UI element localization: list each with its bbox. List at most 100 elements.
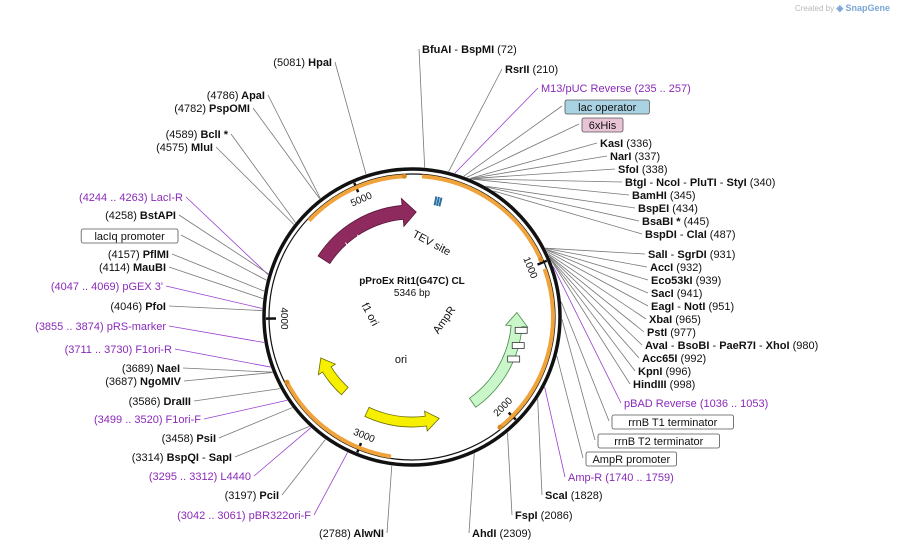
svg-text:(4244 .. 4263) LacI-R: (4244 .. 4263) LacI-R <box>79 192 183 204</box>
leader-line <box>253 108 320 199</box>
svg-text:XbaI (965): XbaI (965) <box>649 314 701 326</box>
leader-line <box>175 349 271 367</box>
leader-line <box>335 62 366 174</box>
svg-text:(2788) AlwNI: (2788) AlwNI <box>319 528 384 540</box>
svg-text:SalI - SgrDI (931): SalI - SgrDI (931) <box>648 249 735 261</box>
ori-feature <box>365 407 439 431</box>
leader-line <box>387 466 392 533</box>
svg-text:Amp-R (1740 .. 1759): Amp-R (1740 .. 1759) <box>568 472 674 484</box>
site-label-pcii: (3197) PciI <box>225 490 279 502</box>
tev-site-mark <box>439 198 441 207</box>
svg-text:AhdI (2309): AhdI (2309) <box>472 528 531 540</box>
svg-text:BfuAI - BspMI (72): BfuAI - BspMI (72) <box>422 44 517 56</box>
leader-line <box>282 439 325 495</box>
svg-text:AmpR promoter: AmpR promoter <box>592 454 670 466</box>
leader-line <box>545 387 565 477</box>
svg-text:SfoI (338): SfoI (338) <box>618 164 668 176</box>
site-label-saci: SacI (941) <box>651 288 702 300</box>
feature-label-ori: ori <box>395 354 407 366</box>
leader-line <box>194 389 280 401</box>
site-label-sali: SalI - SgrDI (931) <box>648 249 735 261</box>
site-label-bspei: BspEI (434) <box>638 203 698 215</box>
site-label-l4440: (3295 .. 3312) L4440 <box>149 471 251 483</box>
site-label-f1ori-r: (3711 .. 3730) F1ori-R <box>65 344 172 356</box>
site-label-hindiii: HindIII (998) <box>633 379 695 391</box>
svg-text:(4589) BclI *: (4589) BclI * <box>166 129 229 141</box>
site-label-f1ori-f: (3499 .. 3520) F1ori-F <box>94 414 201 426</box>
site-label-laci-r: (4244 .. 4263) LacI-R <box>79 192 183 204</box>
site-label-apai: (4786) ApaI <box>207 90 265 102</box>
site-label-kasi: KasI (336) <box>600 138 652 150</box>
site-label-bstapi: (4258) BstAPI <box>105 210 176 222</box>
tev-site-mark <box>435 196 437 205</box>
leader-line <box>183 368 273 372</box>
site-label-prs-marker: (3855 .. 3874) pRS-marker <box>35 321 166 333</box>
svg-text:(3042 .. 3061) pBR322ori-F: (3042 .. 3061) pBR322ori-F <box>177 510 311 522</box>
svg-text:BamHI (345): BamHI (345) <box>632 190 696 202</box>
site-label-draiii: (3586) DraIII <box>129 396 191 408</box>
site-label-rrnb-t1-terminator: rrnB T1 terminator <box>612 415 734 429</box>
plasmid-size: 5346 bp <box>394 288 431 299</box>
svg-text:M13/pUC Reverse (235 .. 257): M13/pUC Reverse (235 .. 257) <box>541 83 691 95</box>
svg-text:KpnI (996): KpnI (996) <box>638 366 691 378</box>
orf-arc-end <box>538 257 543 262</box>
snapgene-logo-icon: ◈ <box>836 3 843 13</box>
site-label-pbr322ori-f: (3042 .. 3061) pBR322ori-F <box>177 510 311 522</box>
f1ori-feature <box>318 358 348 395</box>
svg-text:lac operator: lac operator <box>578 102 636 114</box>
center-title: pProEx Rit1(G47C) CL 5346 bp <box>359 276 465 299</box>
leader-line <box>549 256 642 345</box>
leader-line <box>216 147 294 224</box>
svg-text:RsrII (210): RsrII (210) <box>505 64 558 76</box>
tev-site-mark <box>437 197 439 206</box>
regulatory-element <box>512 343 524 349</box>
svg-text:(3855 .. 3874) pRS-marker: (3855 .. 3874) pRS-marker <box>35 321 166 333</box>
leader-line <box>470 169 615 179</box>
svg-text:lacIq promoter: lacIq promoter <box>94 231 165 243</box>
svg-text:KasI (336): KasI (336) <box>600 138 652 150</box>
site-label-pflmi: (4157) PflMI <box>108 249 169 261</box>
site-label-pgex-3: (4047 .. 4069) pGEX 3' <box>51 281 163 293</box>
site-label-avai: AvaI - BsoBI - PaeR7I - XhoI (980) <box>645 340 818 352</box>
leader-line <box>169 306 262 311</box>
leader-line <box>562 319 595 440</box>
site-label-amp-r: Amp-R (1740 .. 1759) <box>568 472 674 484</box>
svg-text:(4575) MluI: (4575) MluI <box>156 142 213 154</box>
svg-text:(3711 .. 3730) F1ori-R: (3711 .. 3730) F1ori-R <box>65 344 172 356</box>
leader-line <box>184 373 273 381</box>
orf-arc-end <box>497 425 502 430</box>
svg-text:Acc65I (992): Acc65I (992) <box>642 353 706 365</box>
svg-text:BspDI - ClaI (487): BspDI - ClaI (487) <box>645 229 736 241</box>
svg-text:AvaI - BsoBI - PaeR7I - Xho: AvaI - BsoBI - PaeR7I - XhoI (980) <box>645 340 818 352</box>
leader-line <box>547 251 648 306</box>
svg-text:HindIII (998): HindIII (998) <box>633 379 695 391</box>
site-label-ngomiv: (3687) NgoMIV <box>105 376 181 388</box>
site-label-sfoi: SfoI (338) <box>618 164 668 176</box>
leader-line <box>507 433 512 515</box>
leader-line <box>231 134 295 223</box>
site-label-bspdi: BspDI - ClaI (487) <box>645 229 736 241</box>
leader-line <box>549 255 644 332</box>
regulatory-element <box>515 327 527 333</box>
svg-text:(4114) MauBI: (4114) MauBI <box>99 262 166 274</box>
site-label-naei: (3689) NaeI <box>122 363 180 375</box>
svg-text:PstI (977): PstI (977) <box>647 327 696 339</box>
site-label-pfoi: (4046) PfoI <box>110 301 166 313</box>
leader-line <box>469 453 474 533</box>
feature-label-f1ori: f1 ori <box>359 301 381 328</box>
site-label-rrnb-t2-terminator: rrnB T2 terminator <box>598 434 720 448</box>
site-label-bcli: (4589) BclI * <box>166 129 229 141</box>
site-label-bfuai: BfuAI - BspMI (72) <box>422 44 517 56</box>
site-label-ampr-promoter: AmpR promoter <box>586 452 677 466</box>
svg-text:(5081) HpaI: (5081) HpaI <box>273 57 332 69</box>
svg-text:SacI (941): SacI (941) <box>651 288 702 300</box>
svg-text:(3586) DraIII: (3586) DraIII <box>129 396 191 408</box>
leader-line <box>557 356 583 458</box>
site-label-hpai: (5081) HpaI <box>273 57 332 69</box>
leader-line <box>314 452 348 515</box>
svg-text:NarI (337): NarI (337) <box>610 151 660 163</box>
tick-label: 1000 <box>520 255 539 280</box>
svg-text:BtgI - NcoI - PluTI - StyI: BtgI - NcoI - PluTI - StyI (340) <box>625 177 775 189</box>
